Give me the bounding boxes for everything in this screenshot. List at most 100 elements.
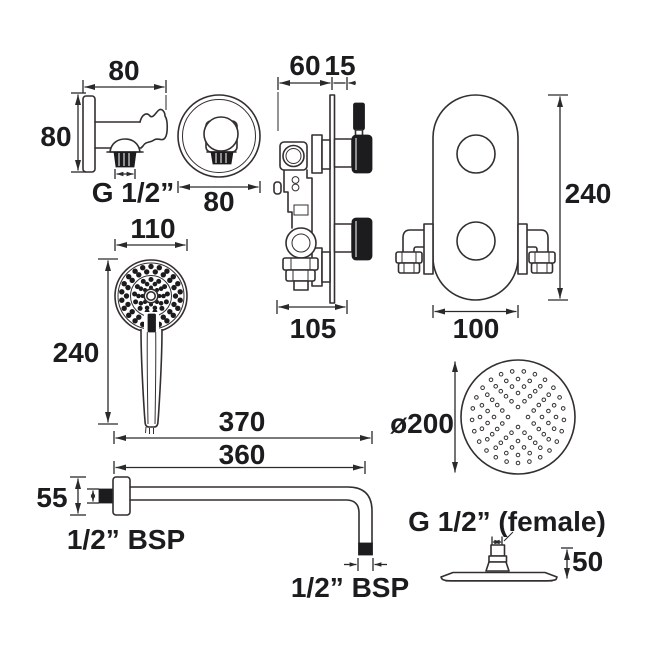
- wall-outlet-side-view: 80 80 G 1/2”: [40, 55, 174, 208]
- handset-handle: [140, 328, 163, 428]
- left-elbow-nut-2: [397, 262, 421, 274]
- dim-valve-height: 240: [548, 94, 612, 301]
- valve-body-depth-label: 60: [289, 50, 320, 81]
- valve-screw-top: [291, 176, 300, 184]
- valve-body: [273, 134, 331, 291]
- valve-right-elbow: [517, 223, 556, 275]
- dim-arm-wall-thread: [87, 488, 99, 504]
- valve-screw-bottom: [291, 183, 300, 192]
- bottom-control-knob: [456, 221, 496, 261]
- wall-outlet-front-view: 80: [177, 94, 261, 217]
- valve-bottom-collar-2: [321, 251, 331, 283]
- right-elbow-nut-1: [528, 251, 556, 264]
- outlet-front-thread: [210, 151, 234, 165]
- dim-handset-diameter: 110: [114, 213, 188, 251]
- arm-flange-height-label: 55: [36, 482, 67, 513]
- dim-handset-length: 240: [53, 258, 118, 425]
- nut-chamfers: [290, 258, 311, 281]
- valve-width-label: 105: [290, 313, 337, 344]
- valve-elbow-loop: [285, 227, 317, 259]
- left-elbow-nut-1: [395, 251, 423, 264]
- head-plan-nozzle-dots: [469, 369, 567, 466]
- dim-valve-depths: 60 15: [277, 50, 356, 131]
- valve-trim-depth-label: 15: [324, 50, 355, 81]
- dim-arm-to-bend: 360: [113, 439, 366, 474]
- valve-side-view: 60 15: [273, 50, 373, 344]
- arm-overall-label: 370: [219, 406, 266, 437]
- valve-body-detail: [293, 204, 309, 216]
- bottom-knob-stem: [333, 223, 353, 253]
- arm-wall-flange: [112, 476, 131, 516]
- compression-nut-1: [282, 257, 319, 271]
- arm-outlet-thread: [358, 542, 373, 556]
- head-disc-profile: [440, 571, 558, 582]
- valve-front-view: 240 100: [395, 94, 612, 344]
- handset-length-label: 240: [53, 337, 100, 368]
- dim-head-diameter: ø200: [390, 361, 458, 473]
- valve-top-collar-2: [321, 139, 331, 170]
- dim-valve-width: 105: [276, 300, 348, 344]
- right-elbow-nut-2: [530, 262, 554, 274]
- holder-pin: [203, 116, 239, 152]
- valve-trim-plate: [432, 94, 519, 301]
- outlet-face-diameter-label: 80: [203, 186, 234, 217]
- arm-tube: [129, 486, 373, 544]
- top-control-knob: [456, 134, 496, 174]
- dim-arm-outlet-thread: [344, 558, 387, 571]
- head-thread-label: G 1/2” (female): [408, 506, 606, 537]
- outlet-projection-label: 80: [108, 55, 139, 86]
- handset-hub-inner: [146, 290, 157, 301]
- bottom-knob-knurl: [351, 217, 373, 261]
- temperature-lever: [353, 102, 365, 131]
- handset-hub-outer: [143, 288, 159, 304]
- valve-left-elbow: [395, 223, 434, 275]
- arm-wall-thread-label: 1/2” BSP: [67, 524, 185, 555]
- thread-hatch: [118, 153, 130, 166]
- valve-height-label: 240: [565, 178, 612, 209]
- valve-top-collar: [311, 134, 323, 174]
- dim-outlet-face-diameter: 80: [177, 181, 261, 217]
- valve-inlet-stub: [293, 280, 309, 291]
- valve-bottom-knob-side: [333, 217, 373, 261]
- outlet-face-outer: [177, 94, 261, 178]
- dim-arm-flange-height: 55: [36, 476, 86, 516]
- outlet-face-inner: [182, 99, 256, 173]
- head-plan-outline: [460, 359, 576, 475]
- left-elbow-collar: [423, 223, 434, 275]
- arm-to-bend-label: 360: [219, 439, 266, 470]
- valve-wall-plate: [329, 94, 336, 304]
- compression-nut-2: [285, 269, 316, 282]
- top-port-bore-inner: [285, 148, 302, 164]
- valve-side-tab: [273, 181, 282, 195]
- handset-view: 110 240: [53, 213, 188, 434]
- dim-head-height: 50: [561, 546, 603, 579]
- thread-hatch-front: [215, 153, 227, 163]
- valve-top-knob-side: [333, 102, 373, 174]
- right-elbow-collar: [517, 223, 528, 275]
- dim-outlet-thread-width: [114, 169, 136, 179]
- outlet-dome: [109, 138, 141, 153]
- handle-inner-lines: [146, 331, 157, 425]
- shower-head-side-view: G 1/2” (female) 50: [408, 506, 606, 582]
- head-stub-flare: [485, 561, 510, 572]
- left-nut-chamfers: [401, 252, 417, 273]
- arm-wall-thread: [98, 488, 114, 504]
- dim-valve-front-width: 100: [432, 305, 519, 344]
- right-nut-chamfers: [534, 252, 550, 273]
- head-thread-stub: [490, 544, 506, 557]
- top-port-bore-outer: [282, 144, 305, 168]
- top-knob-knurl: [351, 134, 373, 174]
- top-knob-stem: [333, 138, 353, 168]
- valve-elbow-bore: [291, 233, 311, 253]
- dim-outlet-projection: 80: [82, 55, 167, 110]
- valve-body-outline: [283, 169, 313, 249]
- wall-flange: [82, 95, 96, 173]
- hose-connector-lines: [145, 426, 154, 434]
- shower-head-plan-view: ø200: [390, 359, 576, 475]
- outlet-thread-label: G 1/2”: [92, 177, 174, 208]
- thread-leader-line: [503, 531, 514, 542]
- handset-nozzle-dots: [119, 263, 183, 329]
- handset-diameter-label: 110: [130, 213, 175, 244]
